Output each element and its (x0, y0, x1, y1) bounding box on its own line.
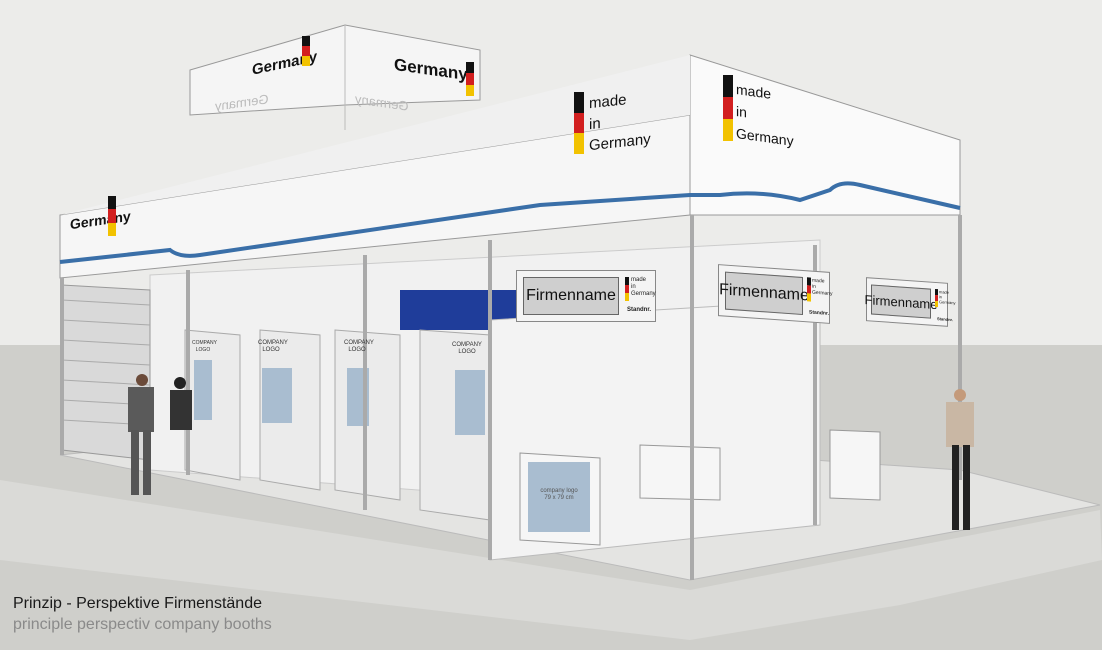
origin-label: made in Germany (939, 289, 955, 305)
roof-stripe (59, 181, 961, 264)
booth-logo-1: COMPANY LOGO (192, 340, 217, 353)
person-woman (946, 389, 974, 530)
german-flag-icon (625, 277, 629, 301)
company-name: Firmenname (523, 277, 619, 315)
stand-number: Standnr. (937, 316, 954, 323)
company-name: Firmenname (865, 284, 937, 319)
text-line: 79 x 79 cm (544, 495, 574, 501)
caption-title: Prinzip - Perspektive Firmenstände (13, 595, 262, 612)
counter-3 (829, 429, 881, 501)
roof-made-in-germany-1: made in Germany (589, 87, 651, 156)
roof-made-in-germany-2: made in Germany (736, 78, 794, 152)
company-sign-2: Firmenname made in Germany Standnr. (718, 264, 833, 324)
german-flag-icon (807, 277, 811, 302)
roof-top (60, 55, 690, 215)
booth-logo-3: COMPANY LOGO (344, 340, 374, 353)
german-flag-icon (723, 75, 733, 141)
german-flag-icon (108, 196, 116, 236)
text-line: made (631, 277, 647, 283)
german-flag-icon (466, 62, 474, 96)
company-sign-1: Firmenname made in Germany Standnr. (516, 270, 656, 322)
walkway (0, 480, 1102, 640)
caption-subtitle: principle perspectiv company booths (13, 616, 272, 633)
text-line: company logo (540, 488, 578, 494)
person-man (128, 374, 154, 495)
text-line: Germany (812, 289, 833, 298)
columns (60, 215, 962, 580)
text-line: Germany (631, 291, 656, 297)
german-flag-icon (574, 92, 584, 154)
origin-label: made in Germany (812, 278, 833, 297)
logo-panels (194, 360, 485, 435)
german-flag-icon (935, 288, 938, 308)
company-sign-3: Firmenname made in Germany Standnr. (865, 277, 955, 327)
origin-label: made in Germany (631, 277, 656, 298)
booth-logo-4: COMPANY LOGO (452, 342, 482, 355)
company-name: Firmenname (719, 271, 809, 316)
text-line: Germany (939, 299, 956, 306)
stand-number: Standnr. (809, 309, 830, 317)
counter-logo-area (528, 462, 590, 532)
german-flag-icon (302, 36, 310, 66)
stand-number: Standnr. (627, 307, 652, 313)
booth-logo-2: COMPANY LOGO (258, 340, 288, 353)
text-line: in (631, 284, 636, 290)
counter-logo-label: company logo 79 x 79 cm (528, 488, 590, 502)
counter-2 (639, 444, 721, 501)
person-back (170, 377, 192, 430)
